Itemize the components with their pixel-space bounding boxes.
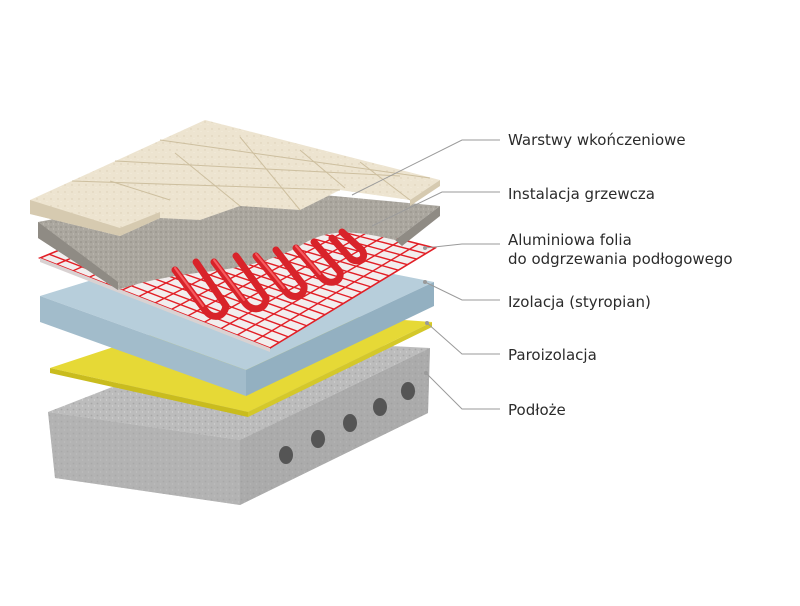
label-insulation: Izolacja (styropian) bbox=[508, 293, 651, 312]
leader-line-foil bbox=[424, 243, 500, 249]
leader-line-heating bbox=[371, 191, 500, 227]
leader-line-vapor bbox=[426, 322, 500, 355]
label-heating-installation: Instalacja grzewcza bbox=[508, 185, 655, 204]
leader-line-finish bbox=[351, 139, 500, 196]
foil-grid-line bbox=[253, 243, 419, 343]
foil-grid-line bbox=[236, 239, 403, 336]
label-line: Warstwy wkończeniowe bbox=[508, 131, 686, 149]
label-line: Izolacja (styropian) bbox=[508, 293, 651, 311]
slab-hole-icon bbox=[279, 382, 415, 464]
label-finishing-layers: Warstwy wkończeniowe bbox=[508, 131, 686, 150]
label-substrate: Podłoże bbox=[508, 401, 566, 420]
label-line: Instalacja grzewcza bbox=[508, 185, 655, 203]
leader-line-slab bbox=[425, 372, 500, 410]
label-aluminium-foil: Aluminiowa folia do odgrzewania podłogow… bbox=[508, 231, 733, 269]
label-line: Paroizolacja bbox=[508, 346, 597, 364]
label-vapor-barrier: Paroizolacja bbox=[508, 346, 597, 365]
concrete-slab bbox=[48, 338, 430, 505]
heating-pipe bbox=[171, 228, 367, 320]
label-line: Podłoże bbox=[508, 401, 566, 419]
label-line: do odgrzewania podłogowego bbox=[508, 250, 733, 268]
leader-lines bbox=[351, 139, 500, 410]
leader-line-insulation bbox=[424, 281, 500, 301]
label-line: Aluminiowa folia bbox=[508, 231, 632, 249]
leader-dots bbox=[423, 246, 429, 375]
tile-layer bbox=[30, 120, 440, 236]
